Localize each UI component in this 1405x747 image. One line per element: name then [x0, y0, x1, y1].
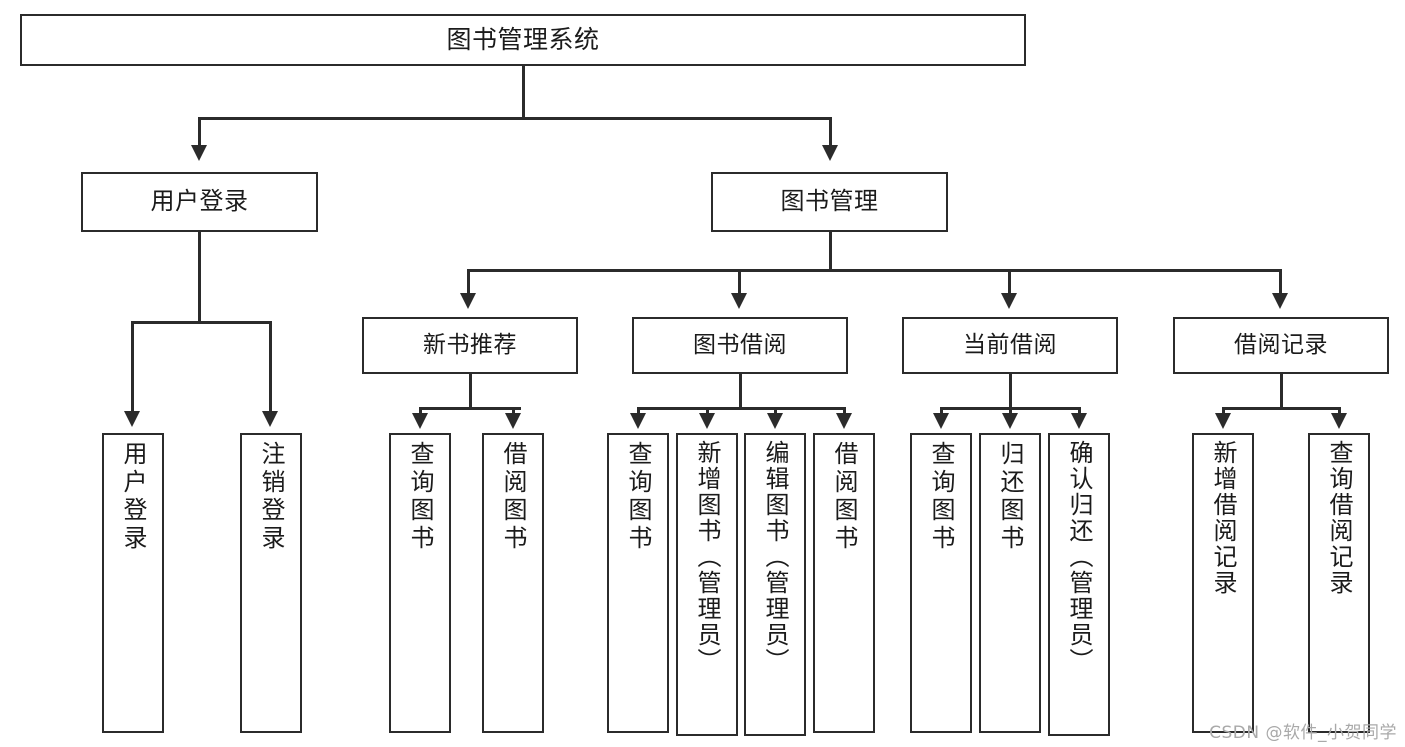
- node-label: 借阅记录: [1234, 332, 1328, 359]
- arrow-book-manage-to-lvl3-3: [1272, 293, 1288, 309]
- arrow-book-manage-to-lvl3-0: [460, 293, 476, 309]
- arrow-new-book-to-leaf-0: [412, 413, 428, 429]
- node-label: 编辑图书（管理员）: [761, 440, 789, 674]
- connector-new-book-bar: [419, 407, 521, 410]
- connector-book-manage-to-lvl3-1: [738, 269, 741, 295]
- arrow-book-manage-to-lvl3-2: [1001, 293, 1017, 309]
- node-label: 确认归还（管理员）: [1065, 440, 1093, 674]
- leaf-user-login[interactable]: 用户登录: [102, 433, 164, 733]
- connector-book-borrow-bar: [637, 407, 845, 410]
- node-label: 新书推荐: [423, 332, 517, 359]
- leaf-query-book-borrow[interactable]: 查询图书: [607, 433, 669, 733]
- arrow-book-borrow-to-leaf-3: [836, 413, 852, 429]
- connector-borrow-record-stem: [1280, 374, 1283, 409]
- node-book-borrow[interactable]: 图书借阅: [632, 317, 848, 374]
- connector-user-login-to-leaf-0: [131, 321, 134, 413]
- leaf-edit-book-admin[interactable]: 编辑图书（管理员）: [744, 433, 806, 736]
- node-label: 图书管理: [780, 187, 879, 216]
- connector-book-manage-bar: [467, 269, 1282, 272]
- leaf-borrow-book[interactable]: 借阅图书: [813, 433, 875, 733]
- connector-book-borrow-to-leaf-3: [843, 407, 846, 415]
- node-label: 新增图书（管理员）: [693, 440, 721, 674]
- connector-borrow-record-to-leaf-1: [1338, 407, 1341, 415]
- node-label: 图书管理系统: [446, 24, 600, 54]
- arrow-current-borrow-to-leaf-2: [1071, 413, 1087, 429]
- node-new-book-recommend[interactable]: 新书推荐: [362, 317, 578, 374]
- node-label: 查询图书: [406, 441, 434, 553]
- node-label: 图书借阅: [693, 332, 787, 359]
- node-user-login[interactable]: 用户登录: [81, 172, 318, 232]
- connector-user-login-bar: [131, 321, 270, 324]
- node-label: 用户登录: [119, 441, 147, 553]
- node-label: 当前借阅: [963, 332, 1057, 359]
- connector-borrow-record-bar: [1222, 407, 1340, 410]
- node-label: 归还图书: [996, 441, 1024, 553]
- connector-new-book-to-leaf-1: [512, 407, 515, 415]
- node-label: 查询图书: [624, 441, 652, 553]
- leaf-add-book-admin[interactable]: 新增图书（管理员）: [676, 433, 738, 736]
- connector-book-manage-stem: [829, 232, 832, 271]
- arrow-borrow-record-to-leaf-1: [1331, 413, 1347, 429]
- node-label: 查询借阅记录: [1325, 440, 1353, 596]
- leaf-logout[interactable]: 注销登录: [240, 433, 302, 733]
- arrow-root-to-book-manage: [822, 145, 838, 161]
- arrow-book-borrow-to-leaf-0: [630, 413, 646, 429]
- connector-user-login-stem: [198, 232, 201, 323]
- node-label: 查询图书: [927, 441, 955, 553]
- arrow-new-book-to-leaf-1: [505, 413, 521, 429]
- connector-new-book-to-leaf-0: [419, 407, 422, 415]
- leaf-query-book-current[interactable]: 查询图书: [910, 433, 972, 733]
- leaf-query-borrow-record[interactable]: 查询借阅记录: [1308, 433, 1370, 733]
- leaf-query-book-recommend[interactable]: 查询图书: [389, 433, 451, 733]
- node-root-system[interactable]: 图书管理系统: [20, 14, 1026, 66]
- node-label: 注销登录: [257, 441, 285, 553]
- arrow-current-borrow-to-leaf-0: [933, 413, 949, 429]
- connector-book-manage-to-lvl3-0: [467, 269, 470, 295]
- node-book-management[interactable]: 图书管理: [711, 172, 948, 232]
- leaf-confirm-return-admin[interactable]: 确认归还（管理员）: [1048, 433, 1110, 736]
- connector-current-borrow-stem: [1009, 374, 1012, 409]
- connector-root-stem: [522, 66, 525, 119]
- arrow-borrow-record-to-leaf-0: [1215, 413, 1231, 429]
- arrow-user-login-to-leaf-0: [124, 411, 140, 427]
- connector-book-borrow-stem: [739, 374, 742, 409]
- node-label: 新增借阅记录: [1209, 440, 1237, 596]
- connector-book-borrow-to-leaf-0: [637, 407, 640, 415]
- leaf-borrow-book-recommend[interactable]: 借阅图书: [482, 433, 544, 733]
- connector-book-borrow-to-leaf-1: [706, 407, 709, 415]
- arrow-book-borrow-to-leaf-1: [699, 413, 715, 429]
- node-current-borrow[interactable]: 当前借阅: [902, 317, 1118, 374]
- arrow-current-borrow-to-leaf-1: [1002, 413, 1018, 429]
- arrow-book-borrow-to-leaf-2: [767, 413, 783, 429]
- connector-current-borrow-to-leaf-2: [1078, 407, 1081, 415]
- connector-borrow-record-to-leaf-0: [1222, 407, 1225, 415]
- connector-current-borrow-to-leaf-0: [940, 407, 943, 415]
- connector-root-to-book-manage: [829, 117, 832, 147]
- leaf-add-borrow-record[interactable]: 新增借阅记录: [1192, 433, 1254, 733]
- connector-book-manage-to-lvl3-2: [1008, 269, 1011, 295]
- node-label: 借阅图书: [830, 441, 858, 553]
- connector-root-to-user-login: [198, 117, 201, 147]
- leaf-return-book[interactable]: 归还图书: [979, 433, 1041, 733]
- connector-user-login-to-leaf-1: [269, 321, 272, 413]
- node-label: 借阅图书: [499, 441, 527, 553]
- connector-current-borrow-to-leaf-1: [1009, 407, 1012, 415]
- node-label: 用户登录: [150, 187, 249, 216]
- connector-root-bar: [198, 117, 832, 120]
- connector-new-book-stem: [469, 374, 472, 409]
- arrow-user-login-to-leaf-1: [262, 411, 278, 427]
- arrow-book-manage-to-lvl3-1: [731, 293, 747, 309]
- connector-book-manage-to-lvl3-3: [1279, 269, 1282, 295]
- connector-book-borrow-to-leaf-2: [774, 407, 777, 415]
- arrow-root-to-user-login: [191, 145, 207, 161]
- node-borrow-record[interactable]: 借阅记录: [1173, 317, 1389, 374]
